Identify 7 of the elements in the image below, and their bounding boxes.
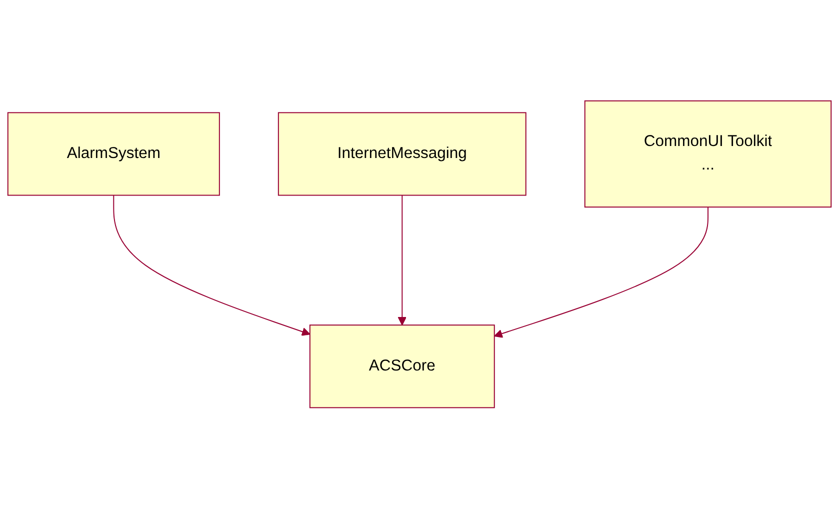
arrow <box>494 206 708 338</box>
arrow <box>398 194 406 326</box>
node-box: InternetMessaging <box>278 112 526 196</box>
node-box: AlarmSystem <box>7 112 220 196</box>
arrow <box>113 194 310 336</box>
node-box: ACSCore <box>309 324 495 408</box>
node-box: CommonUI Toolkit ... <box>584 100 832 208</box>
